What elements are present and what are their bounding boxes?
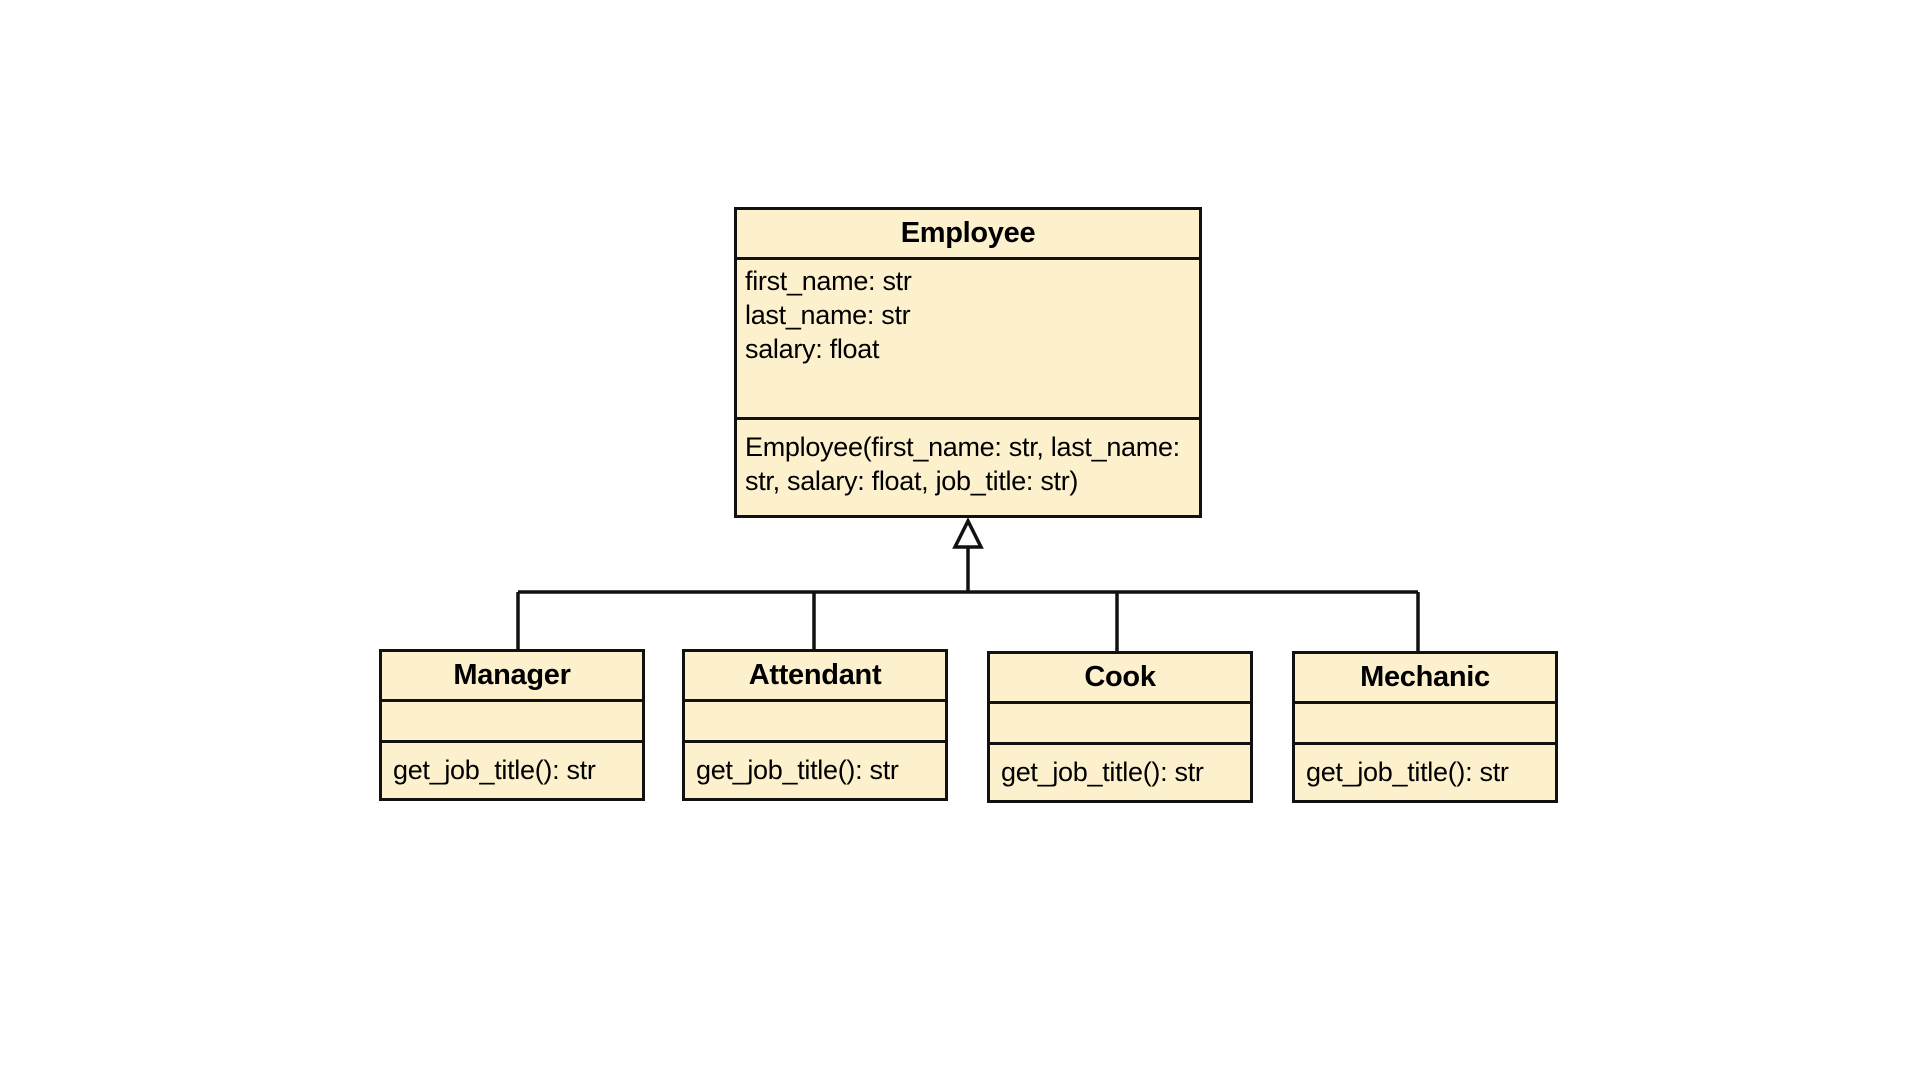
class-box-attendant[interactable]: Attendant get_job_title(): str	[682, 649, 948, 801]
operation-constructor-line-2: str, salary: float, job_title: str)	[745, 466, 1079, 496]
class-name-manager: Manager	[453, 659, 571, 691]
operations-compartment-mechanic: get_job_title(): str	[1295, 742, 1555, 800]
class-box-employee[interactable]: Employee first_name: str last_name: str …	[734, 207, 1202, 518]
attribute-salary: salary: float	[745, 334, 880, 364]
class-box-mechanic[interactable]: Mechanic get_job_title(): str	[1292, 651, 1558, 803]
class-name-employee: Employee	[900, 217, 1036, 249]
class-name-cook: Cook	[1084, 661, 1156, 693]
attributes-compartment-employee: first_name: str last_name: str salary: f…	[737, 257, 1199, 417]
operations-compartment-manager: get_job_title(): str	[382, 740, 642, 798]
class-box-cook[interactable]: Cook get_job_title(): str	[987, 651, 1253, 803]
attribute-first-name: first_name: str	[745, 266, 912, 296]
attribute-last-name: last_name: str	[745, 300, 911, 330]
operation-get-job-title: get_job_title(): str	[393, 755, 596, 785]
generalization-arrowhead-icon	[952, 517, 984, 549]
attributes-compartment-attendant	[685, 699, 945, 740]
operation-get-job-title: get_job_title(): str	[696, 755, 899, 785]
operation-constructor-line-1: Employee(first_name: str, last_name:	[745, 432, 1180, 462]
operations-compartment-attendant: get_job_title(): str	[685, 740, 945, 798]
attributes-compartment-manager	[382, 699, 642, 740]
attributes-compartment-cook	[990, 701, 1250, 742]
operations-compartment-cook: get_job_title(): str	[990, 742, 1250, 800]
operation-get-job-title: get_job_title(): str	[1306, 757, 1509, 787]
operations-compartment-employee: Employee(first_name: str, last_name: str…	[737, 417, 1199, 515]
class-name-mechanic: Mechanic	[1360, 661, 1490, 693]
class-box-manager[interactable]: Manager get_job_title(): str	[379, 649, 645, 801]
operation-get-job-title: get_job_title(): str	[1001, 757, 1204, 787]
class-name-attendant: Attendant	[748, 659, 882, 691]
attributes-compartment-mechanic	[1295, 701, 1555, 742]
